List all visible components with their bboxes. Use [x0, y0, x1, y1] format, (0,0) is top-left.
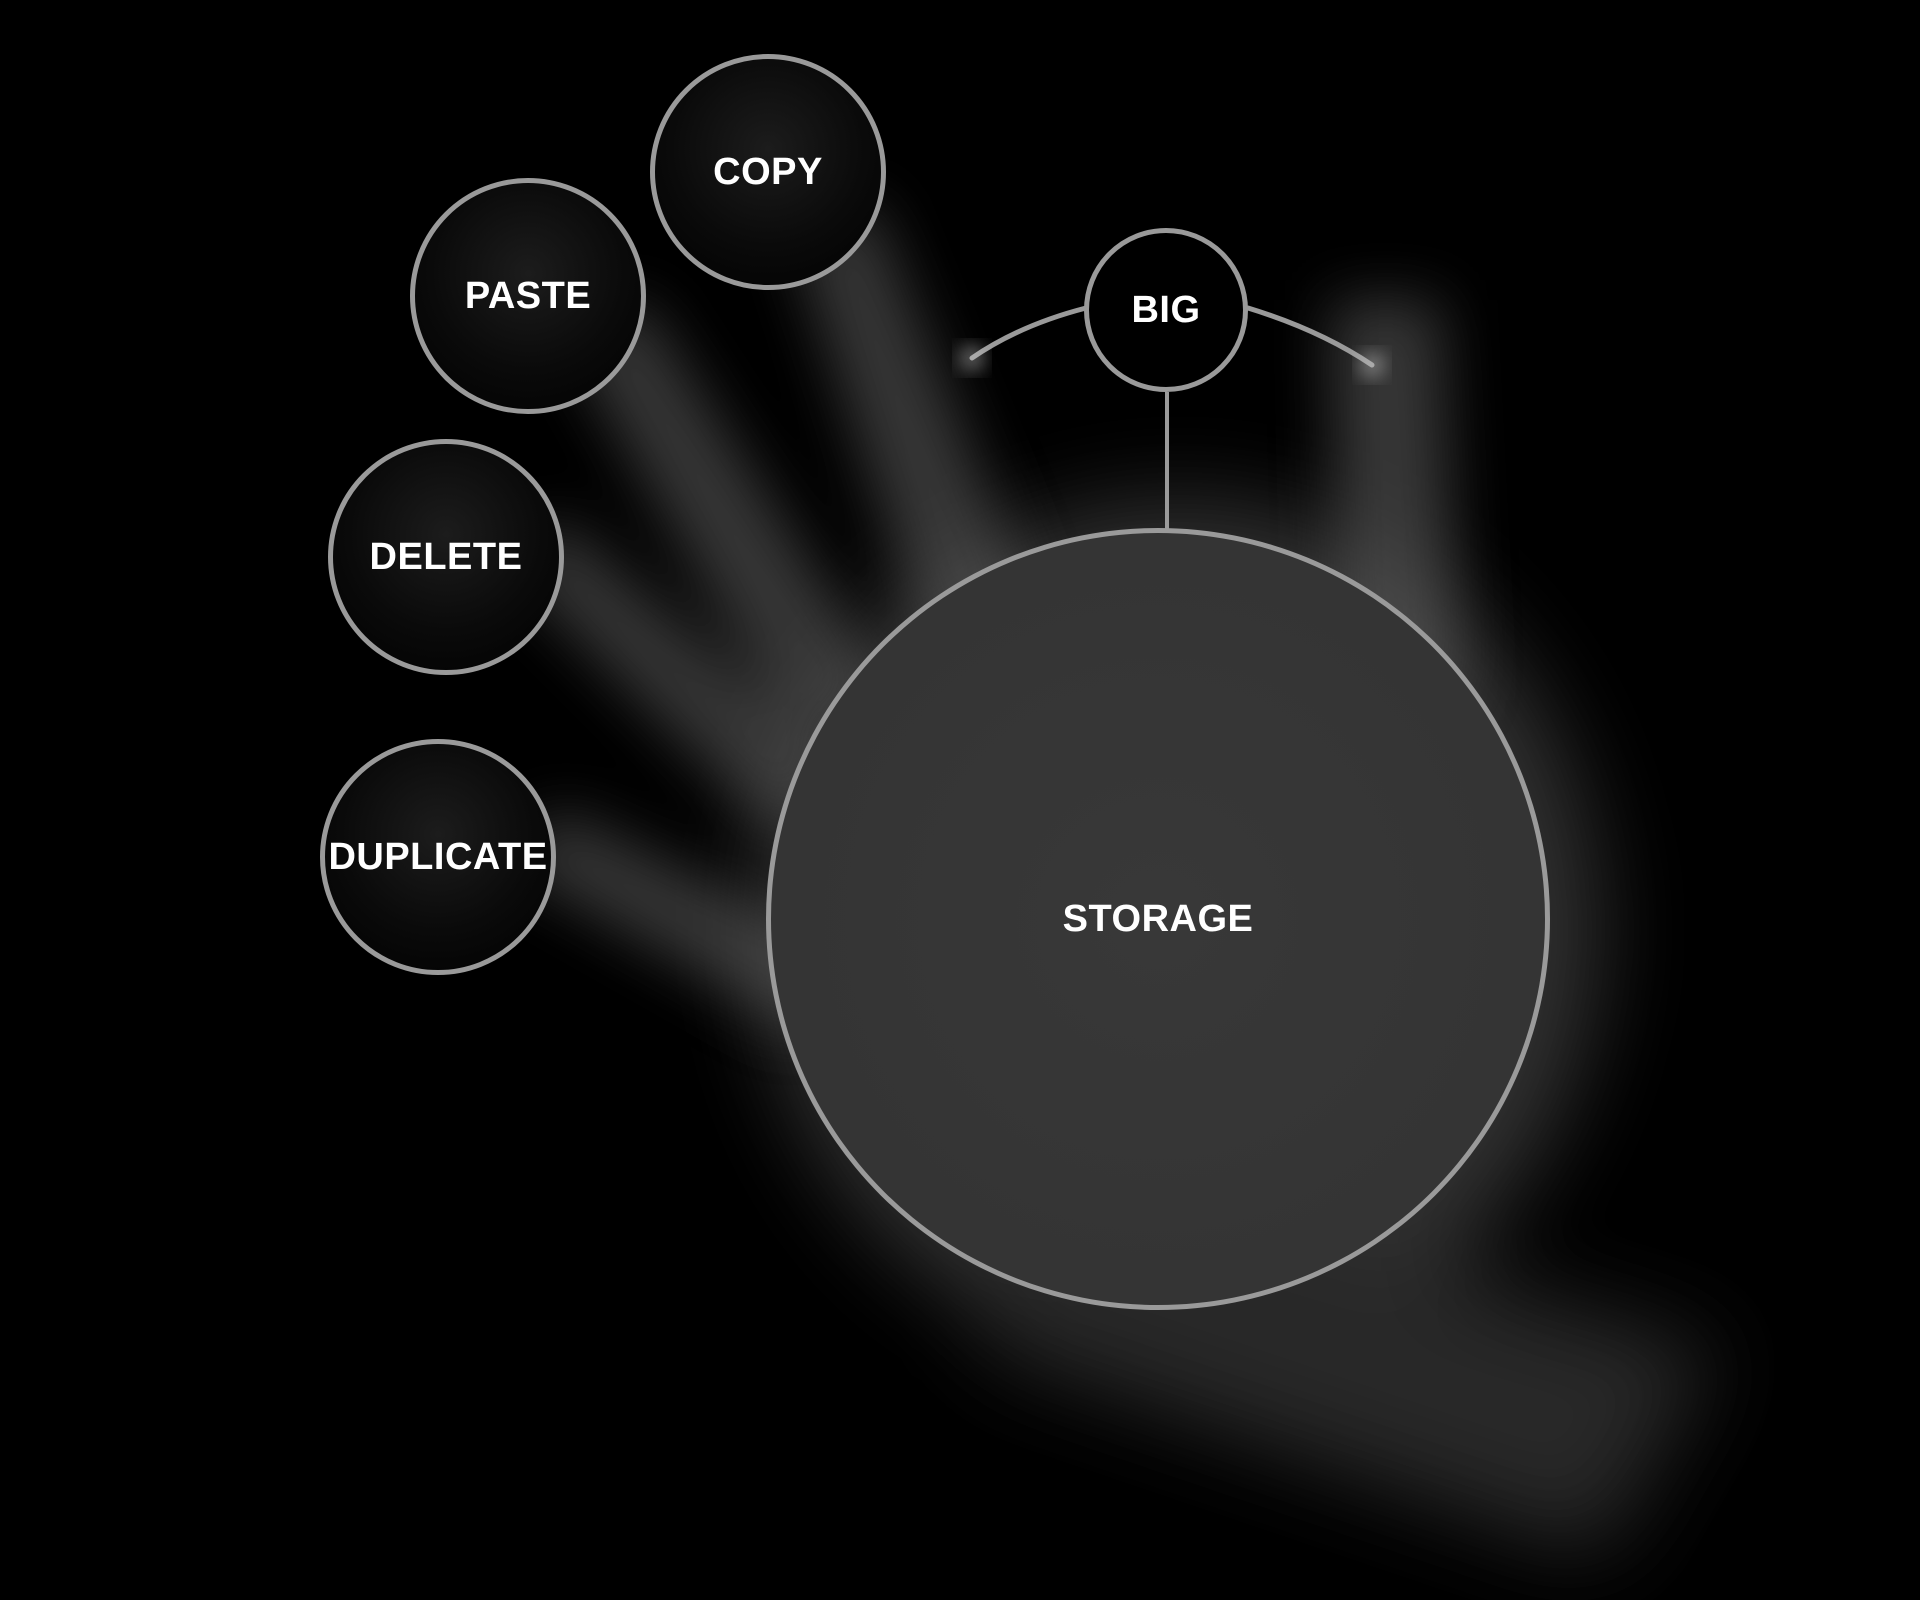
storage-hub-button[interactable]: STORAGE [766, 528, 1550, 1310]
copy-button[interactable]: COPY [650, 54, 886, 290]
copy-label: COPY [713, 150, 823, 193]
big-label: BIG [1131, 288, 1201, 331]
paste-button[interactable]: PASTE [410, 178, 646, 414]
delete-button[interactable]: DELETE [328, 439, 564, 675]
big-size-button[interactable]: BIG [1084, 228, 1248, 392]
storage-label: STORAGE [1062, 897, 1254, 940]
paste-label: PASTE [464, 274, 592, 317]
duplicate-label: DUPLICATE [328, 835, 548, 878]
duplicate-button[interactable]: DUPLICATE [320, 739, 556, 975]
delete-label: DELETE [369, 535, 523, 578]
size-arc-connector [962, 305, 1382, 530]
